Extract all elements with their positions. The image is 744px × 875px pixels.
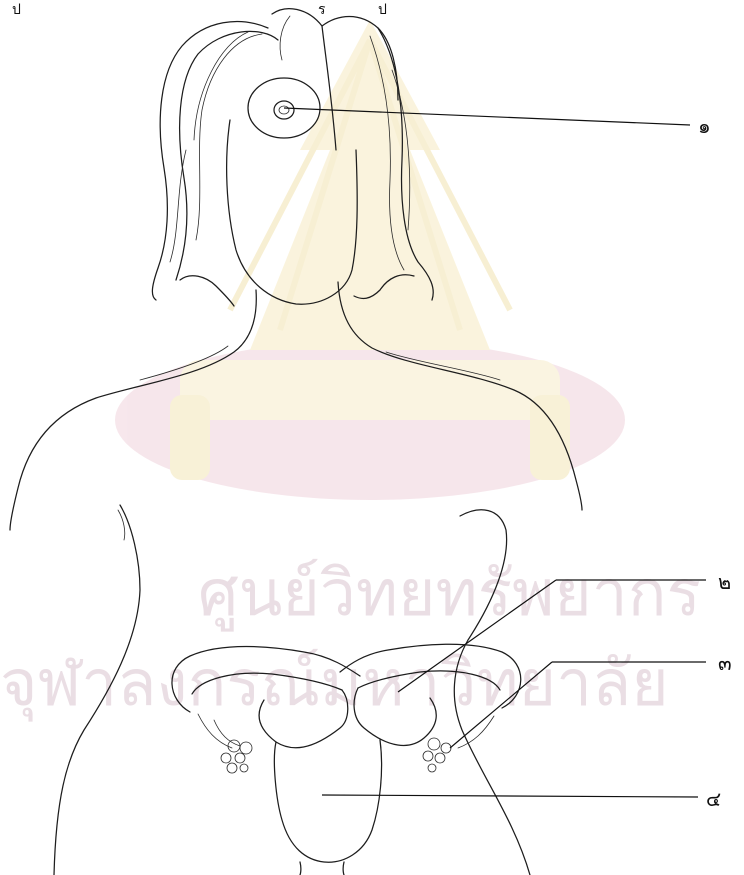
callout-label-2: ๒: [718, 570, 731, 594]
callout-label-4: ๔: [706, 787, 721, 811]
callout-label-1: ๑: [698, 114, 711, 138]
callout-label-3: ๓: [718, 651, 732, 675]
ovary-right: [423, 738, 451, 772]
header-fragment-2: ร: [318, 2, 326, 18]
header-fragment-1: ป: [12, 2, 21, 18]
watermark-text: ศูนย์วิทยทรัพยากร จุฬาลงกรณ์มหาวิทยาลัย: [0, 557, 701, 722]
watermark-line1: ศูนย์วิทยทรัพยากร: [198, 557, 701, 632]
leader-line-4: [322, 795, 698, 797]
watermark-line2: จุฬาลงกรณ์มหาวิทยาลัย: [0, 647, 669, 722]
header-fragment-3: ป: [378, 2, 387, 18]
watermark-emblem: [115, 20, 625, 500]
